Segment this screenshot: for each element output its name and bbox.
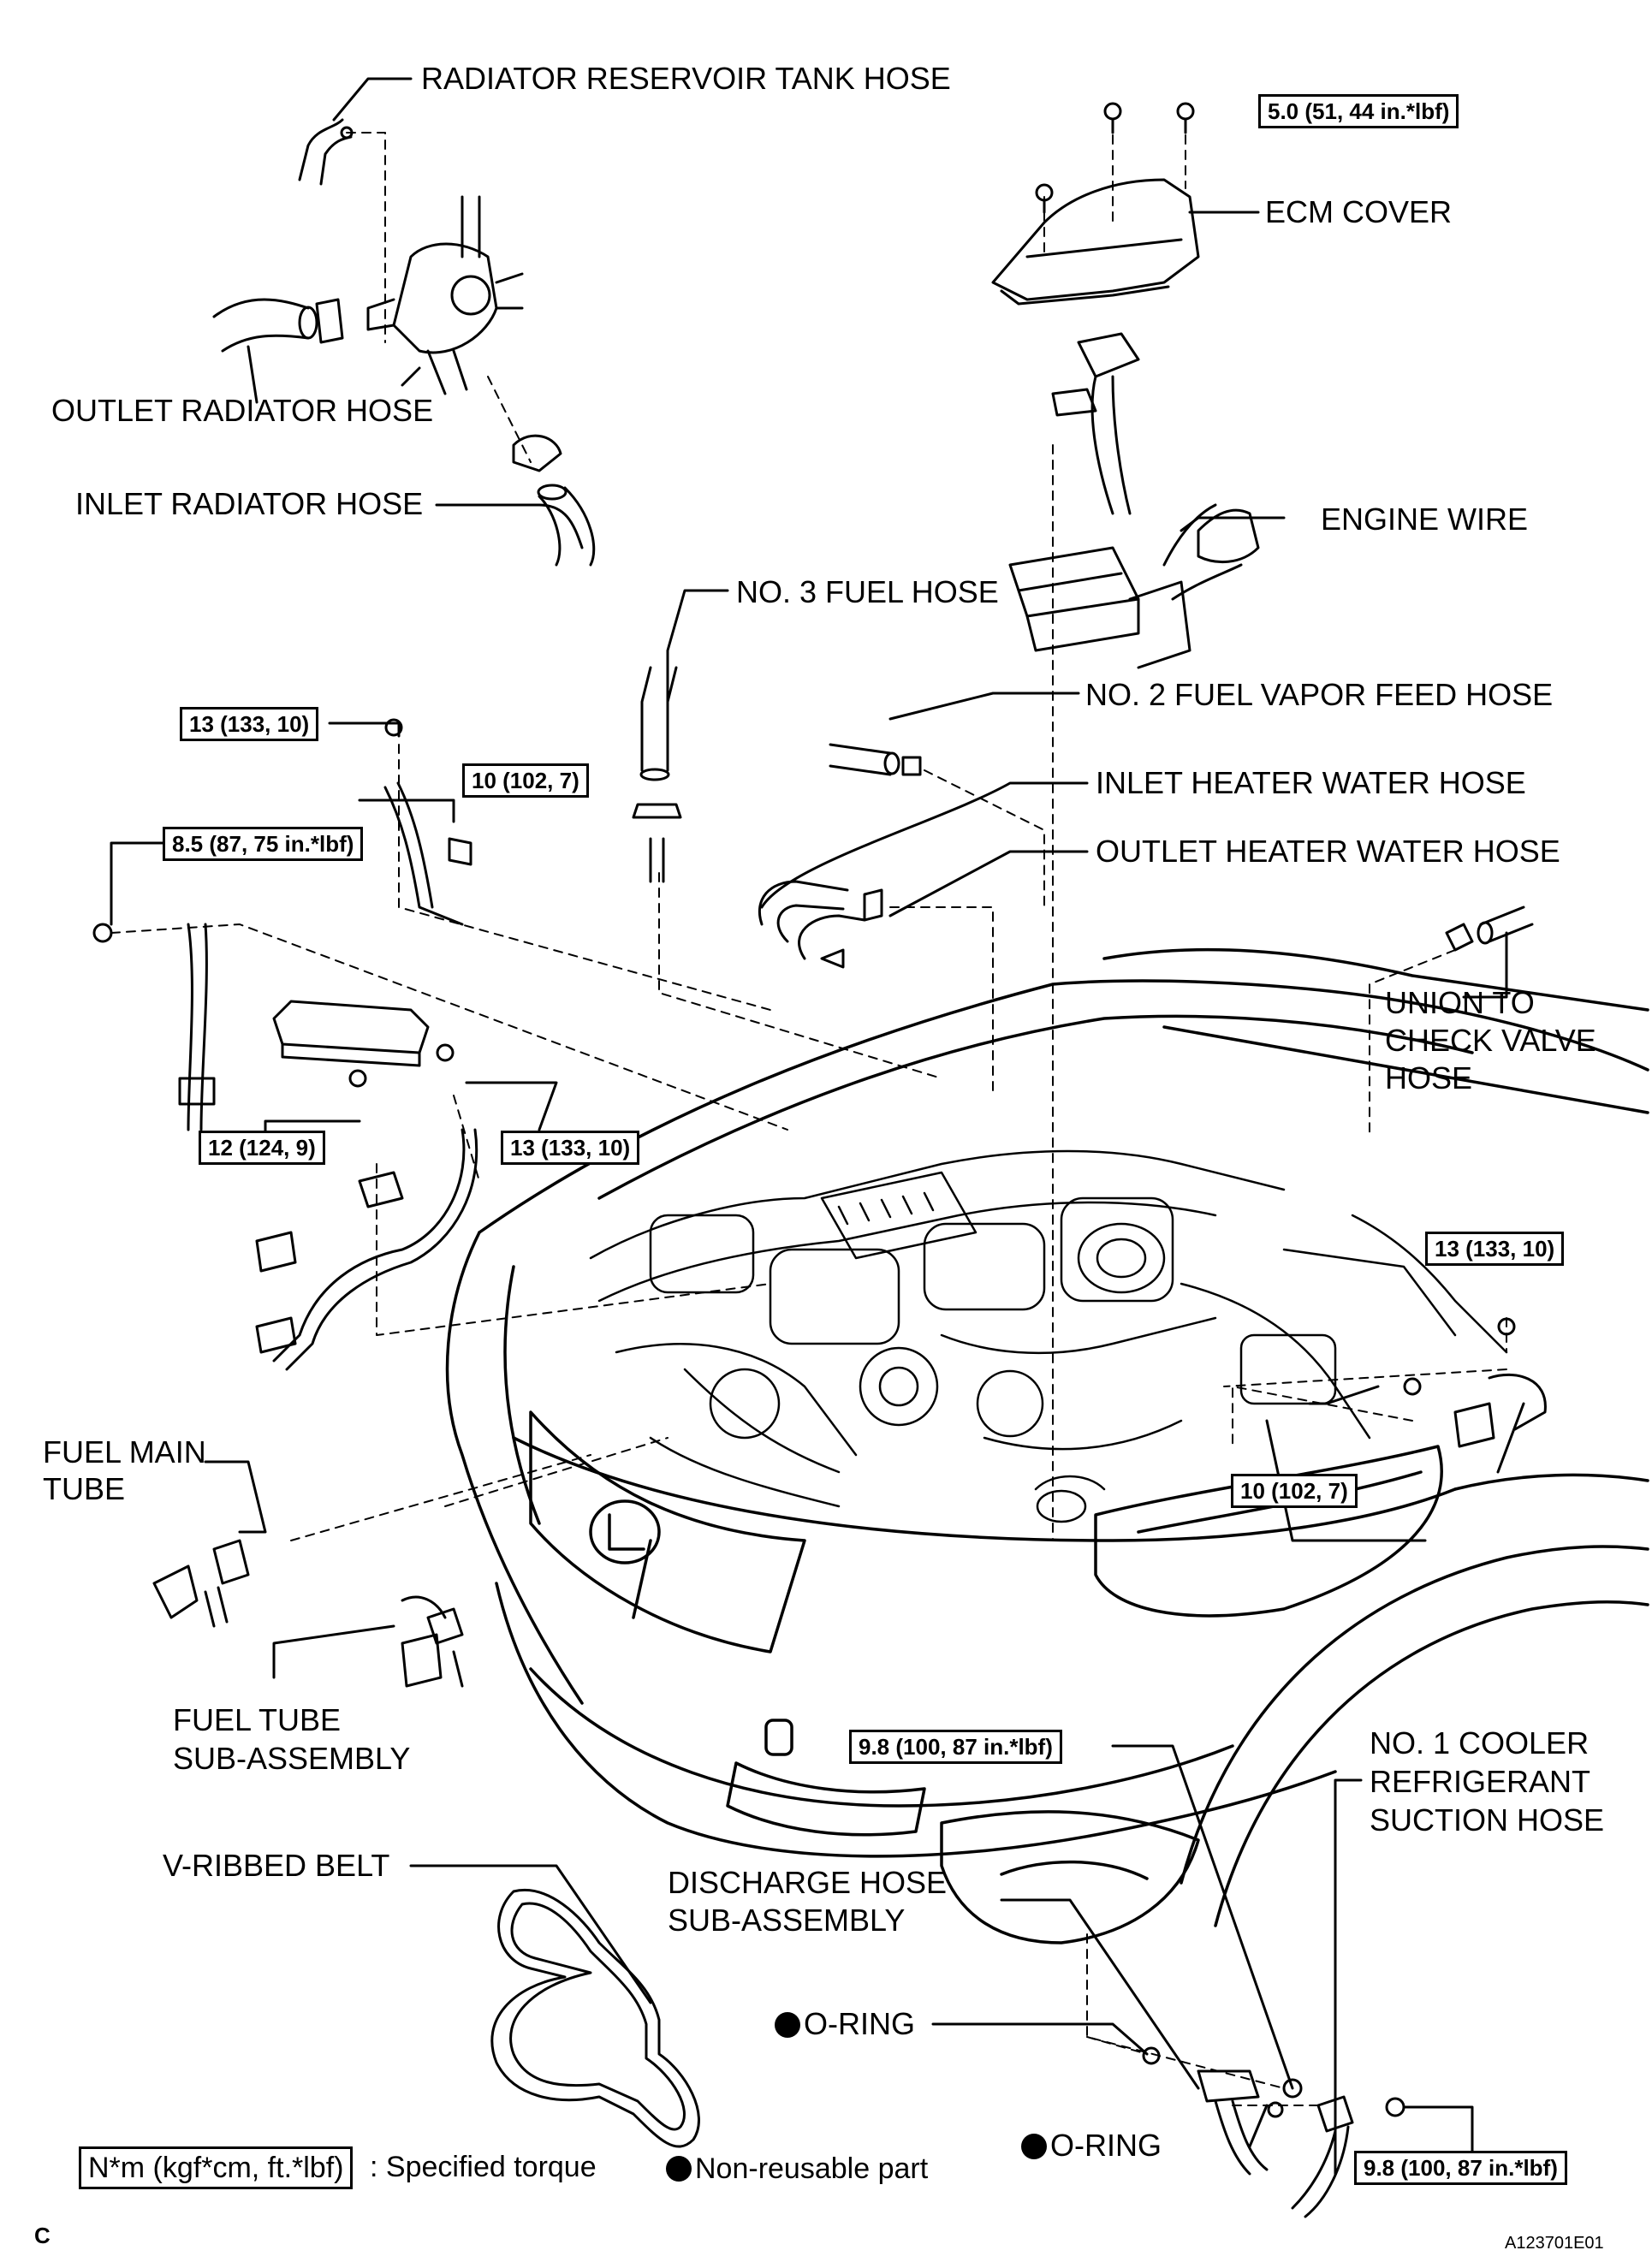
- label-fuel-tube-sub-assembly-line1: FUEL TUBE: [173, 1702, 342, 1737]
- label-union-to-check-valve-hose-line1: UNION TO: [1385, 985, 1535, 1020]
- torque-right-ground-bolt: 13 (133, 10): [1425, 1232, 1565, 1266]
- torque-nut-left-mid: 13 (133, 10): [501, 1131, 640, 1165]
- torque-discharge-bolt: 9.8 (100, 87 in.*lbf): [849, 1730, 1062, 1764]
- torque-suction-bolt: 9.8 (100, 87 in.*lbf): [1354, 2151, 1567, 2185]
- section-letter: C: [34, 2223, 51, 2248]
- torque-right-ground-nut: 10 (102, 7): [1231, 1474, 1358, 1508]
- label-no3-fuel-hose: NO. 3 FUEL HOSE: [736, 574, 999, 609]
- torque-nut-left-small: 12 (124, 9): [199, 1131, 325, 1165]
- water-outlet-housing: [366, 195, 524, 395]
- label-outlet-heater-water-hose: OUTLET HEATER WATER HOSE: [1096, 834, 1560, 869]
- v-ribbed-belt: [490, 1889, 700, 2148]
- label-fuel-tube-sub-assembly-line2: SUB-ASSEMBLY: [173, 1741, 411, 1776]
- label-engine-wire: ENGINE WIRE: [1321, 502, 1529, 537]
- dashed-leaders: [110, 119, 1507, 2106]
- inlet-radiator-hose: [537, 484, 596, 567]
- suction-hose: [1267, 2095, 1405, 2218]
- torque-ground-left-bolt: 8.5 (87, 75 in.*lbf): [163, 827, 364, 861]
- union-to-check-valve-hose: [1445, 905, 1534, 952]
- vehicle-body-outline: [445, 947, 1649, 1944]
- label-fuel-main-tube-line1: FUEL MAIN: [43, 1434, 206, 1469]
- label-fuel-main-tube-line2: TUBE: [43, 1471, 126, 1506]
- label-union-to-check-valve-hose-line3: HOSE: [1385, 1060, 1473, 1095]
- label-v-ribbed-belt: V-RIBBED BELT: [163, 1848, 390, 1883]
- engine-wire-harness: [1008, 332, 1260, 669]
- ecm-cover: [991, 102, 1200, 306]
- non-reusable-dot-icon: [666, 2156, 692, 2182]
- legend-nonreusable: Non-reusable part: [666, 2150, 928, 2188]
- legend-torque-text: : Specified torque: [370, 2151, 597, 2183]
- fuel-main-tube: [152, 1539, 250, 1628]
- no2-fuel-vapor-feed-hose: [829, 743, 922, 776]
- non-reusable-dot-icon: [1021, 2134, 1047, 2159]
- label-inlet-radiator-hose: INLET RADIATOR HOSE: [75, 486, 424, 521]
- fuel-tube-sub-assembly: [401, 1595, 464, 1688]
- label-no1-cooler-line3: SUCTION HOSE: [1370, 1802, 1605, 1838]
- heater-water-hoses: [758, 880, 883, 969]
- engine-bay: [589, 1149, 1508, 1523]
- label-union-to-check-valve-hose-line2: CHECK VALVE: [1385, 1023, 1596, 1058]
- label-o-ring-upper: O-RING: [775, 2005, 915, 2043]
- label-discharge-hose-line1: DISCHARGE HOSE: [668, 1865, 948, 1900]
- relay-cover: [272, 1000, 430, 1067]
- engine-wire-bracket: [383, 718, 472, 926]
- legend-torque-box: N*m (kgf*cm, ft.*lbf): [79, 2146, 354, 2189]
- torque-ecm-cover-bolt: 5.0 (51, 44 in.*lbf): [1258, 94, 1459, 128]
- label-no1-cooler-line2: REFRIGERANT: [1370, 1764, 1591, 1799]
- solid-leaders: [110, 77, 1525, 2176]
- right-ground-strap: [1403, 1317, 1547, 1448]
- non-reusable-dot-icon: [775, 2012, 800, 2038]
- figure-id: A123701E01: [1505, 2234, 1604, 2253]
- label-outlet-radiator-hose: OUTLET RADIATOR HOSE: [51, 393, 434, 428]
- torque-engine-wire-bolt-mid: 10 (102, 7): [462, 763, 589, 798]
- label-radiator-reservoir-tank-hose: RADIATOR RESERVOIR TANK HOSE: [421, 61, 951, 96]
- no3-fuel-hose: [632, 666, 682, 883]
- label-inlet-heater-water-hose: INLET HEATER WATER HOSE: [1096, 765, 1526, 800]
- left-wire-harness: [255, 1043, 478, 1371]
- label-no1-cooler-line1: NO. 1 COOLER: [1370, 1725, 1590, 1760]
- discharge-hose-sub-assembly: [1142, 2046, 1303, 2176]
- label-no2-fuel-vapor-feed-hose: NO. 2 FUEL VAPOR FEED HOSE: [1085, 677, 1554, 712]
- left-ground-strap: [92, 923, 216, 1131]
- outlet-radiator-hose: [212, 298, 344, 353]
- hose-clip: [512, 434, 562, 472]
- label-discharge-hose-line2: SUB-ASSEMBLY: [668, 1903, 906, 1938]
- label-ecm-cover: ECM COVER: [1265, 194, 1453, 229]
- radiator-reservoir-tank-hose: [298, 118, 354, 186]
- label-o-ring-lower: O-RING: [1021, 2127, 1162, 2164]
- torque-engine-wire-bolt-top: 13 (133, 10): [180, 707, 319, 741]
